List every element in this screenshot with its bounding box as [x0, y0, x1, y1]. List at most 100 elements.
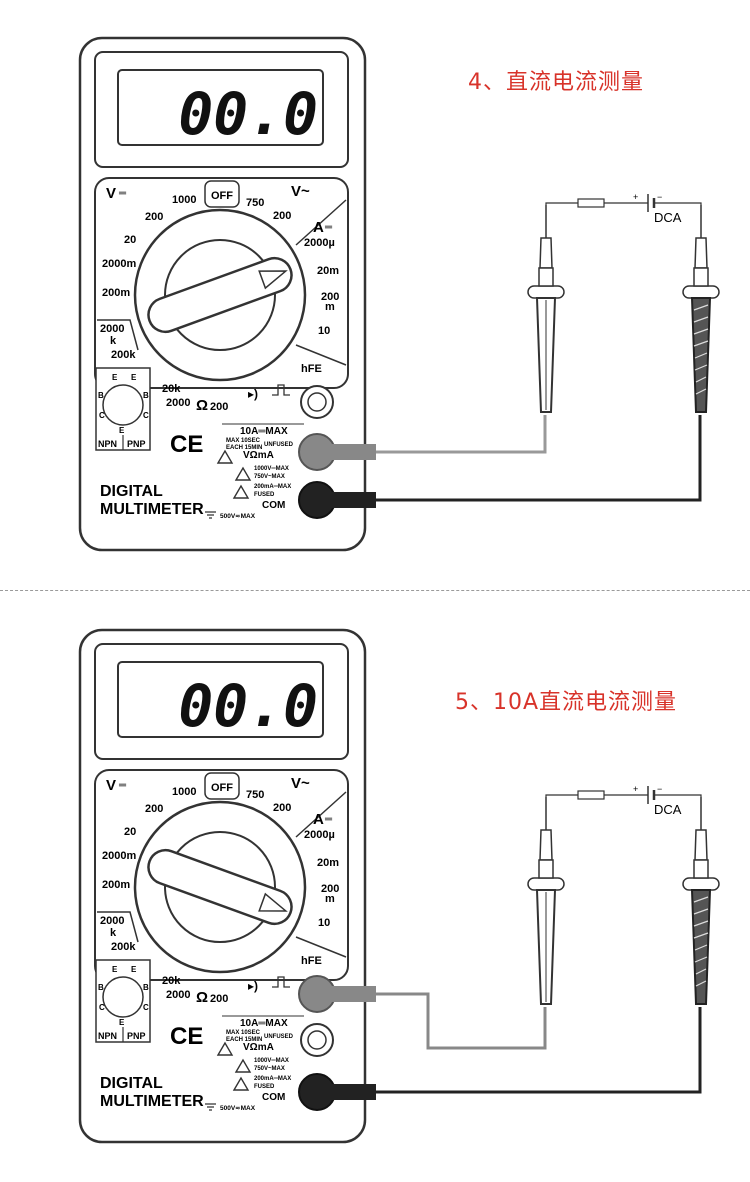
vac-label: V~ [291, 183, 310, 200]
pulse-icon [272, 976, 290, 988]
minus-sign: − [657, 192, 662, 202]
range-separator [97, 319, 139, 351]
pin-label: C [99, 1003, 105, 1012]
range-separator [97, 911, 139, 943]
range-label: 200 [145, 211, 163, 223]
source-label: DCA [654, 210, 682, 225]
warning-text: FUSED [254, 492, 275, 498]
brand-line1: DIGITAL [100, 483, 163, 500]
section-heading: 4、直流电流测量 [468, 70, 644, 95]
range-label: 200 [210, 993, 228, 1005]
ground-icon [205, 511, 216, 519]
jack-vohm-inner [307, 1030, 327, 1050]
range-label: 200 [273, 210, 291, 222]
warning-text: 750V~MAX [254, 474, 285, 480]
warning-icon [216, 1041, 234, 1056]
probe-left [527, 205, 565, 413]
probe-left [527, 797, 565, 1005]
com-rating: 500V≂MAX [220, 513, 256, 520]
range-label: 20m [317, 265, 339, 277]
pin-label: B [98, 983, 104, 992]
adc-label: A [313, 811, 324, 828]
resistor [577, 790, 605, 800]
dial-pointer[interactable] [144, 845, 297, 928]
pin-label: E [112, 965, 118, 974]
range-label: 1000 [172, 194, 196, 206]
red-plug [328, 986, 376, 1002]
brand-line1: DIGITAL [100, 1075, 163, 1092]
range-label: 2000m [102, 850, 136, 862]
ce-mark: CE [170, 431, 203, 458]
plus-sign: + [633, 192, 638, 202]
vohm-label: VΩmA [243, 450, 274, 461]
vdc-label: V [106, 777, 116, 794]
dc-symbol: ═ [118, 780, 127, 791]
black-lead-wire [376, 1007, 702, 1094]
range-label: 200 [273, 802, 291, 814]
pin-label: E [131, 373, 137, 382]
range-label: 750 [246, 789, 264, 801]
ohm-symbol: Ω [196, 989, 208, 1006]
warning-icon [216, 449, 234, 464]
range-label: 2000µ [304, 829, 335, 841]
dc-symbol: ═ [324, 222, 333, 233]
range-label: 2000 [166, 397, 190, 409]
ce-mark: CE [170, 1023, 203, 1050]
range-label: k [110, 335, 117, 347]
warning-text: FUSED [254, 1084, 275, 1090]
a10-note: EACH 15MIN [226, 445, 262, 451]
off-tab [204, 772, 240, 800]
range-label: 2000 [100, 323, 124, 335]
section-heading: 5、10A直流电流测量 [455, 690, 678, 715]
black-plug [328, 1084, 376, 1100]
probe-right [682, 797, 720, 1005]
a10-note: MAX 10SEC [226, 1030, 261, 1036]
range-label: 200k [111, 349, 136, 361]
pin-label: C [143, 1003, 149, 1012]
range-label: 20m [317, 857, 339, 869]
dc-symbol: ═ [118, 188, 127, 199]
dial-pointer[interactable] [144, 253, 297, 336]
ohm-symbol: Ω [196, 397, 208, 414]
range-separator [295, 791, 347, 838]
range-label: 1000 [172, 786, 196, 798]
buzzer-icon: ▸) [248, 979, 258, 993]
brand-line2: MULTIMETER [100, 1093, 204, 1110]
warning-text: 1000V═MAX [254, 1058, 289, 1064]
vohm-label: VΩmA [243, 1042, 274, 1053]
section-divider [0, 590, 750, 591]
range-separator [295, 936, 347, 958]
probe-right [682, 205, 720, 413]
range-label: 20k [162, 383, 181, 395]
pin-label: E [119, 426, 125, 435]
warning-text: 200mA═MAX [254, 484, 291, 490]
range-label: 2000 [100, 915, 124, 927]
a10-note: MAX 10SEC [226, 438, 261, 444]
a10-label: 10A═MAX [240, 1018, 288, 1029]
a10-note: EACH 15MIN [226, 1037, 262, 1043]
lcd-window [117, 661, 324, 738]
range-label: 200m [102, 879, 130, 891]
pulse-icon [272, 384, 290, 396]
warning-text: 750V~MAX [254, 1066, 285, 1072]
range-label: 200k [111, 941, 136, 953]
npn-label: NPN [98, 1031, 117, 1041]
range-label: 750 [246, 197, 264, 209]
off-label: OFF [211, 782, 233, 794]
buzzer-icon: ▸) [248, 387, 258, 401]
range-label: 2000µ [304, 237, 335, 249]
range-label: 200m [102, 287, 130, 299]
range-label: 2000 [166, 989, 190, 1001]
npn-label: NPN [98, 439, 117, 449]
hfe-socket[interactable] [102, 384, 144, 426]
pin-label: B [143, 983, 149, 992]
pin-label: C [143, 411, 149, 420]
hfe-socket[interactable] [102, 976, 144, 1018]
range-label: 200 [321, 883, 339, 895]
vac-label: V~ [291, 775, 310, 792]
com-label: COM [262, 500, 285, 511]
dc-symbol: ═ [324, 814, 333, 825]
range-label: 20k [162, 975, 181, 987]
pnp-label: PNP [127, 1031, 146, 1041]
red-plug [328, 444, 376, 460]
